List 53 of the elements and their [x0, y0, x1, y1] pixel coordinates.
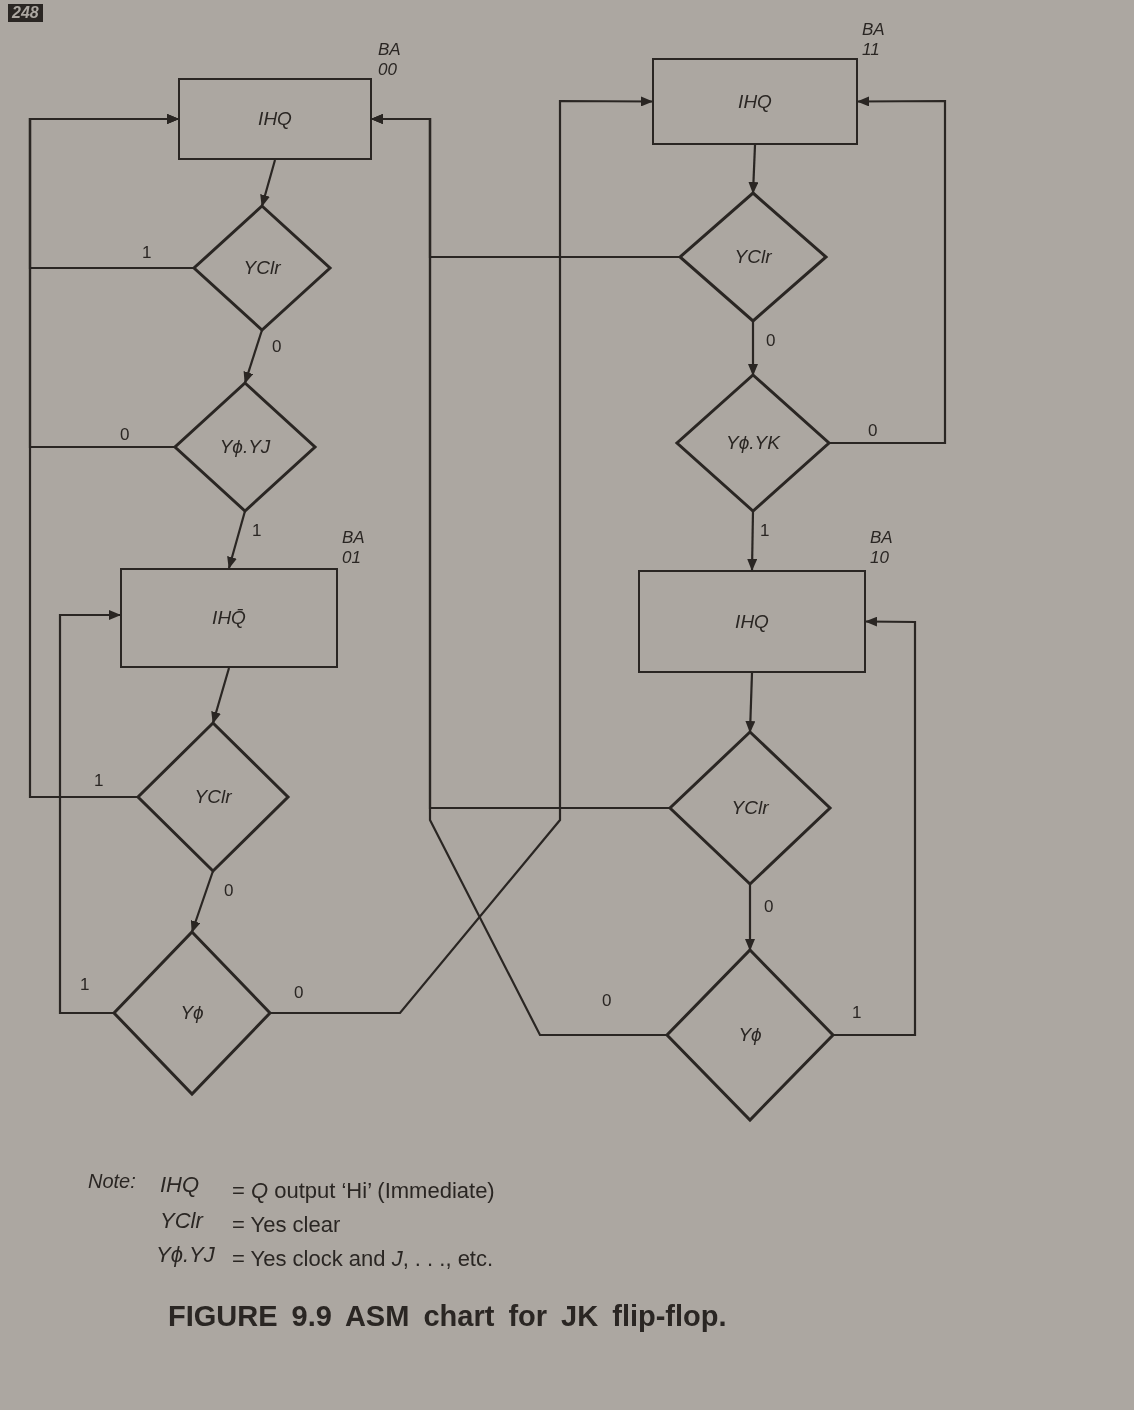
state-box: [638, 570, 866, 673]
note-term: Yϕ.YJ: [156, 1242, 215, 1268]
condition-label: Yϕ: [738, 1024, 762, 1046]
arrow: [243, 329, 264, 384]
condition-label: Yϕ.YJ: [219, 436, 271, 458]
arrow: [833, 616, 917, 1037]
note-definition: = Yes clear: [232, 1212, 341, 1238]
state-code: BA 00: [378, 40, 402, 81]
figure-caption: FIGURE 9.9 ASM chart for JK flip-flop.: [168, 1300, 727, 1333]
arrow: [748, 321, 758, 376]
note-term: YClr: [160, 1208, 203, 1234]
output-label: IHQ: [258, 108, 292, 130]
arrow: [747, 511, 758, 571]
note-definition: = Q output ‘Hi’ (Immediate): [232, 1178, 495, 1204]
state-box: [652, 58, 858, 145]
decision-diamond: [670, 732, 830, 884]
state-code: BA 10: [870, 528, 894, 569]
arrow: [748, 144, 759, 194]
arrow: [190, 870, 215, 933]
decision-diamond: [667, 950, 833, 1120]
state-code: BA 01: [342, 528, 366, 569]
output-label: IHQ̄: [212, 607, 246, 629]
arrow: [829, 96, 947, 445]
condition-label: YClr: [243, 257, 281, 279]
condition-label: Yϕ.YK: [726, 432, 780, 454]
condition-label: YClr: [734, 246, 772, 268]
page-number: 248: [8, 4, 43, 22]
output-label: IHQ: [738, 90, 772, 113]
note-definition: = Yes clock and J, . . ., etc.: [232, 1246, 494, 1272]
decision-diamond: [175, 383, 315, 511]
state-box: [120, 568, 338, 668]
arrow: [28, 114, 179, 799]
state-code: BA 11: [862, 20, 886, 61]
condition-label: Yϕ: [180, 1002, 204, 1024]
arrow: [227, 510, 247, 569]
decision-diamond: [677, 375, 829, 511]
condition-label: YClr: [731, 797, 769, 819]
arrow: [260, 159, 277, 207]
arrow: [58, 610, 121, 1015]
decision-diamond: [680, 193, 826, 321]
decision-diamond: [194, 206, 330, 330]
arrow: [745, 884, 755, 951]
arrow: [270, 96, 653, 1015]
arrow: [745, 672, 756, 733]
decision-diamond: [114, 932, 270, 1094]
decision-diamond: [138, 723, 288, 871]
note-heading: Note:: [88, 1170, 136, 1193]
arrow: [211, 667, 231, 724]
arrow: [371, 114, 667, 1037]
state-box: [178, 78, 372, 160]
output-label: IHQ: [735, 610, 769, 633]
note-term: IHQ: [160, 1172, 200, 1198]
condition-label: YClr: [194, 786, 232, 808]
